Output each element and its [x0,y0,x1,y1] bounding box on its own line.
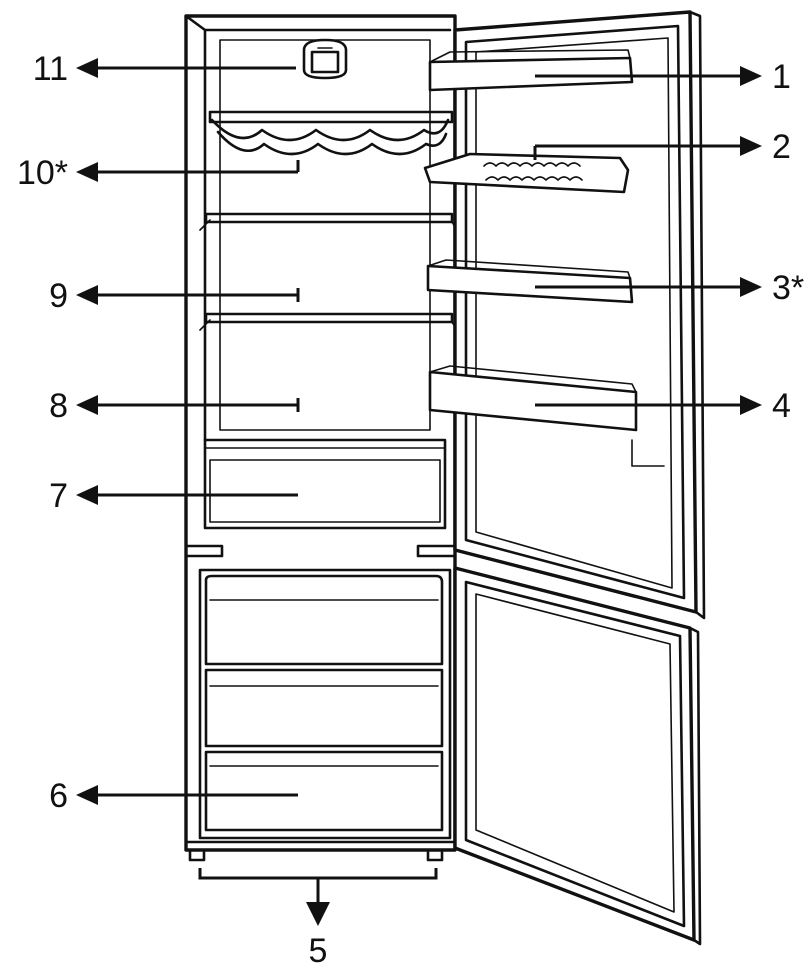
foot-left [188,848,206,862]
freezer-compartment [198,568,452,840]
label-3: 3* [772,269,804,307]
arrowhead-8 [76,395,98,415]
crisper-drawer [203,438,447,530]
callout-11: 11 [33,50,296,88]
arrowhead-10 [76,162,98,182]
callout-2: 2 [533,128,791,166]
label-11: 11 [33,50,68,88]
fridge-door-outline [453,10,698,614]
balcony-4-front [428,370,638,432]
label-8: 8 [49,387,68,425]
door-balcony-4-bottle [428,365,638,432]
egg-tray-cups-top [483,162,581,167]
balcony-3-front [426,264,634,304]
fridge-door [453,10,706,620]
crisper-front [209,459,441,523]
freezer-cavity [198,568,452,840]
arrowhead-5 [306,902,330,926]
arrowhead-4 [740,395,762,415]
callout-1: 1 [535,58,791,96]
wine-rack-wave-top [210,118,450,142]
freezer-door-edge [688,626,702,946]
right-hinge [416,544,457,558]
freezer-drawer-middle [204,668,444,748]
label-2: 2 [772,128,791,166]
cabinet [184,14,457,852]
callout-7: 7 [49,477,298,515]
wine-rack [208,110,454,156]
label-6: 6 [49,777,68,815]
callout-9: 9 [49,277,300,315]
wine-rack-wave-bottom [216,130,448,156]
cabinet-outline [184,14,457,852]
left-hinge [184,544,224,558]
label-7: 7 [49,477,68,515]
door-balcony-1 [428,49,634,92]
balcony-4-top [429,365,637,393]
divider-rail [184,544,457,558]
foot-right [426,848,444,862]
freezer-drawer-bottom [204,750,444,832]
label-1: 1 [772,58,791,96]
callout-3: 3* [535,269,804,307]
label-10: 10* [17,154,68,192]
freezer-door [453,566,702,946]
wine-rack-rail [208,110,454,124]
egg-tray-cups-bottom [485,176,583,181]
arrowhead-9 [76,285,98,305]
balcony-1-front [428,56,634,92]
freezer-drawer-top [204,574,444,666]
freezer-door-gasket [464,580,686,928]
balcony-1-top [429,49,631,63]
crisper-drawer-body [203,438,447,530]
fridge-door-liner [475,37,673,589]
door-liner-step [631,439,665,467]
fan-housing [302,38,348,80]
arrowhead-3 [740,277,762,297]
arrowhead-6 [76,785,98,805]
fridge-back-wall [219,39,431,431]
callout-8: 8 [49,387,300,425]
label-4: 4 [772,387,791,425]
callout-6: 6 [49,777,298,815]
label-5: 5 [309,932,328,970]
arrowhead-2 [740,136,762,156]
freezer-door-liner [475,593,675,913]
arrowhead-11 [76,58,98,78]
fan-grille [310,50,340,74]
callout-10: 10* [17,154,300,192]
arrowhead-7 [76,485,98,505]
fan-light-unit [302,38,348,80]
door-balcony-2-egg-tray [423,152,630,194]
label-9: 9 [49,277,68,315]
adjustable-feet [188,848,444,862]
arrowhead-1 [740,66,762,86]
fridge-door-edge [688,10,706,620]
leader-5-bracket [198,868,438,880]
fridge-door-gasket [464,24,686,600]
balcony-3-top [427,259,631,279]
callout-5: 5 [198,868,438,970]
door-balcony-3 [426,259,634,304]
callout-4: 4 [535,387,791,425]
